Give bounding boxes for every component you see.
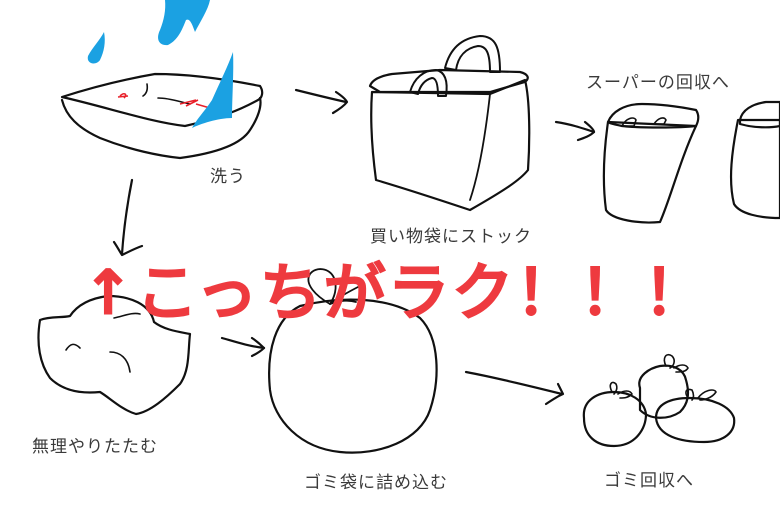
- step-label-fold: 無理やりたたむ: [32, 437, 158, 457]
- food-tray-icon: [60, 52, 264, 160]
- crumpled-tray-icon: [37, 294, 192, 416]
- step-label-wash: 洗う: [210, 167, 246, 187]
- arrow-fold-to-bag-icon: [220, 336, 266, 358]
- garbage-bag-pile-icon: [582, 353, 736, 448]
- shopping-bag-icon: [368, 35, 531, 212]
- step-label-bag: ゴミ袋に詰め込む: [304, 473, 448, 493]
- step-label-supermarket: スーパーの回収へ: [586, 73, 730, 93]
- arrow-stock-to-supermarket-icon: [554, 120, 596, 142]
- step-label-garbage: ゴミ回収へ: [604, 471, 694, 491]
- recycling-bin-icon: [729, 100, 780, 220]
- arrow-wash-to-stock-icon: [294, 88, 349, 115]
- arrow-wash-to-fold-icon: [112, 178, 144, 257]
- garbage-bag-icon: [268, 268, 438, 454]
- water-drops-icon: [87, 0, 210, 64]
- recycling-bin-icon: [602, 102, 700, 224]
- arrow-bag-to-garbage-icon: [464, 370, 565, 406]
- headline-callout: ↑こっちがラク！！！: [82, 256, 708, 329]
- step-label-stock: 買い物袋にストック: [370, 227, 532, 247]
